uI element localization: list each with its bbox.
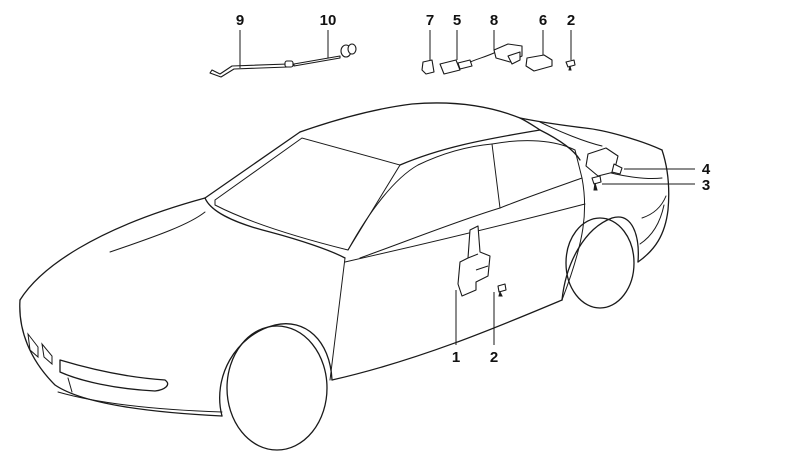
part-8-connector: [469, 43, 523, 65]
part-4-module: [585, 147, 623, 177]
car-body-outline: [19, 102, 670, 451]
part-10-cable: [284, 43, 357, 68]
callout-7: 7: [426, 12, 434, 29]
callout-6: 6: [539, 12, 547, 29]
callout-3: 3: [702, 177, 710, 194]
leader-lines: [239, 30, 695, 345]
part-2-screw-top: [565, 59, 576, 71]
callout-9: 9: [236, 12, 244, 29]
callout-8: 8: [490, 12, 498, 29]
part-9-rod: [209, 63, 289, 78]
callout-2-top: 2: [567, 12, 575, 29]
callout-5: 5: [453, 12, 461, 29]
part-6-bracket: [525, 54, 553, 72]
callout-2-door: 2: [490, 349, 498, 366]
part-1-door-module: [457, 225, 491, 297]
part-3-screw: [591, 175, 602, 191]
callout-10: 10: [320, 12, 337, 29]
callout-1: 1: [452, 349, 460, 366]
part-7-clip: [421, 59, 435, 75]
part-5-sensor: [439, 59, 473, 75]
callout-4: 4: [702, 161, 711, 178]
part-2-screw-door: [497, 283, 507, 297]
